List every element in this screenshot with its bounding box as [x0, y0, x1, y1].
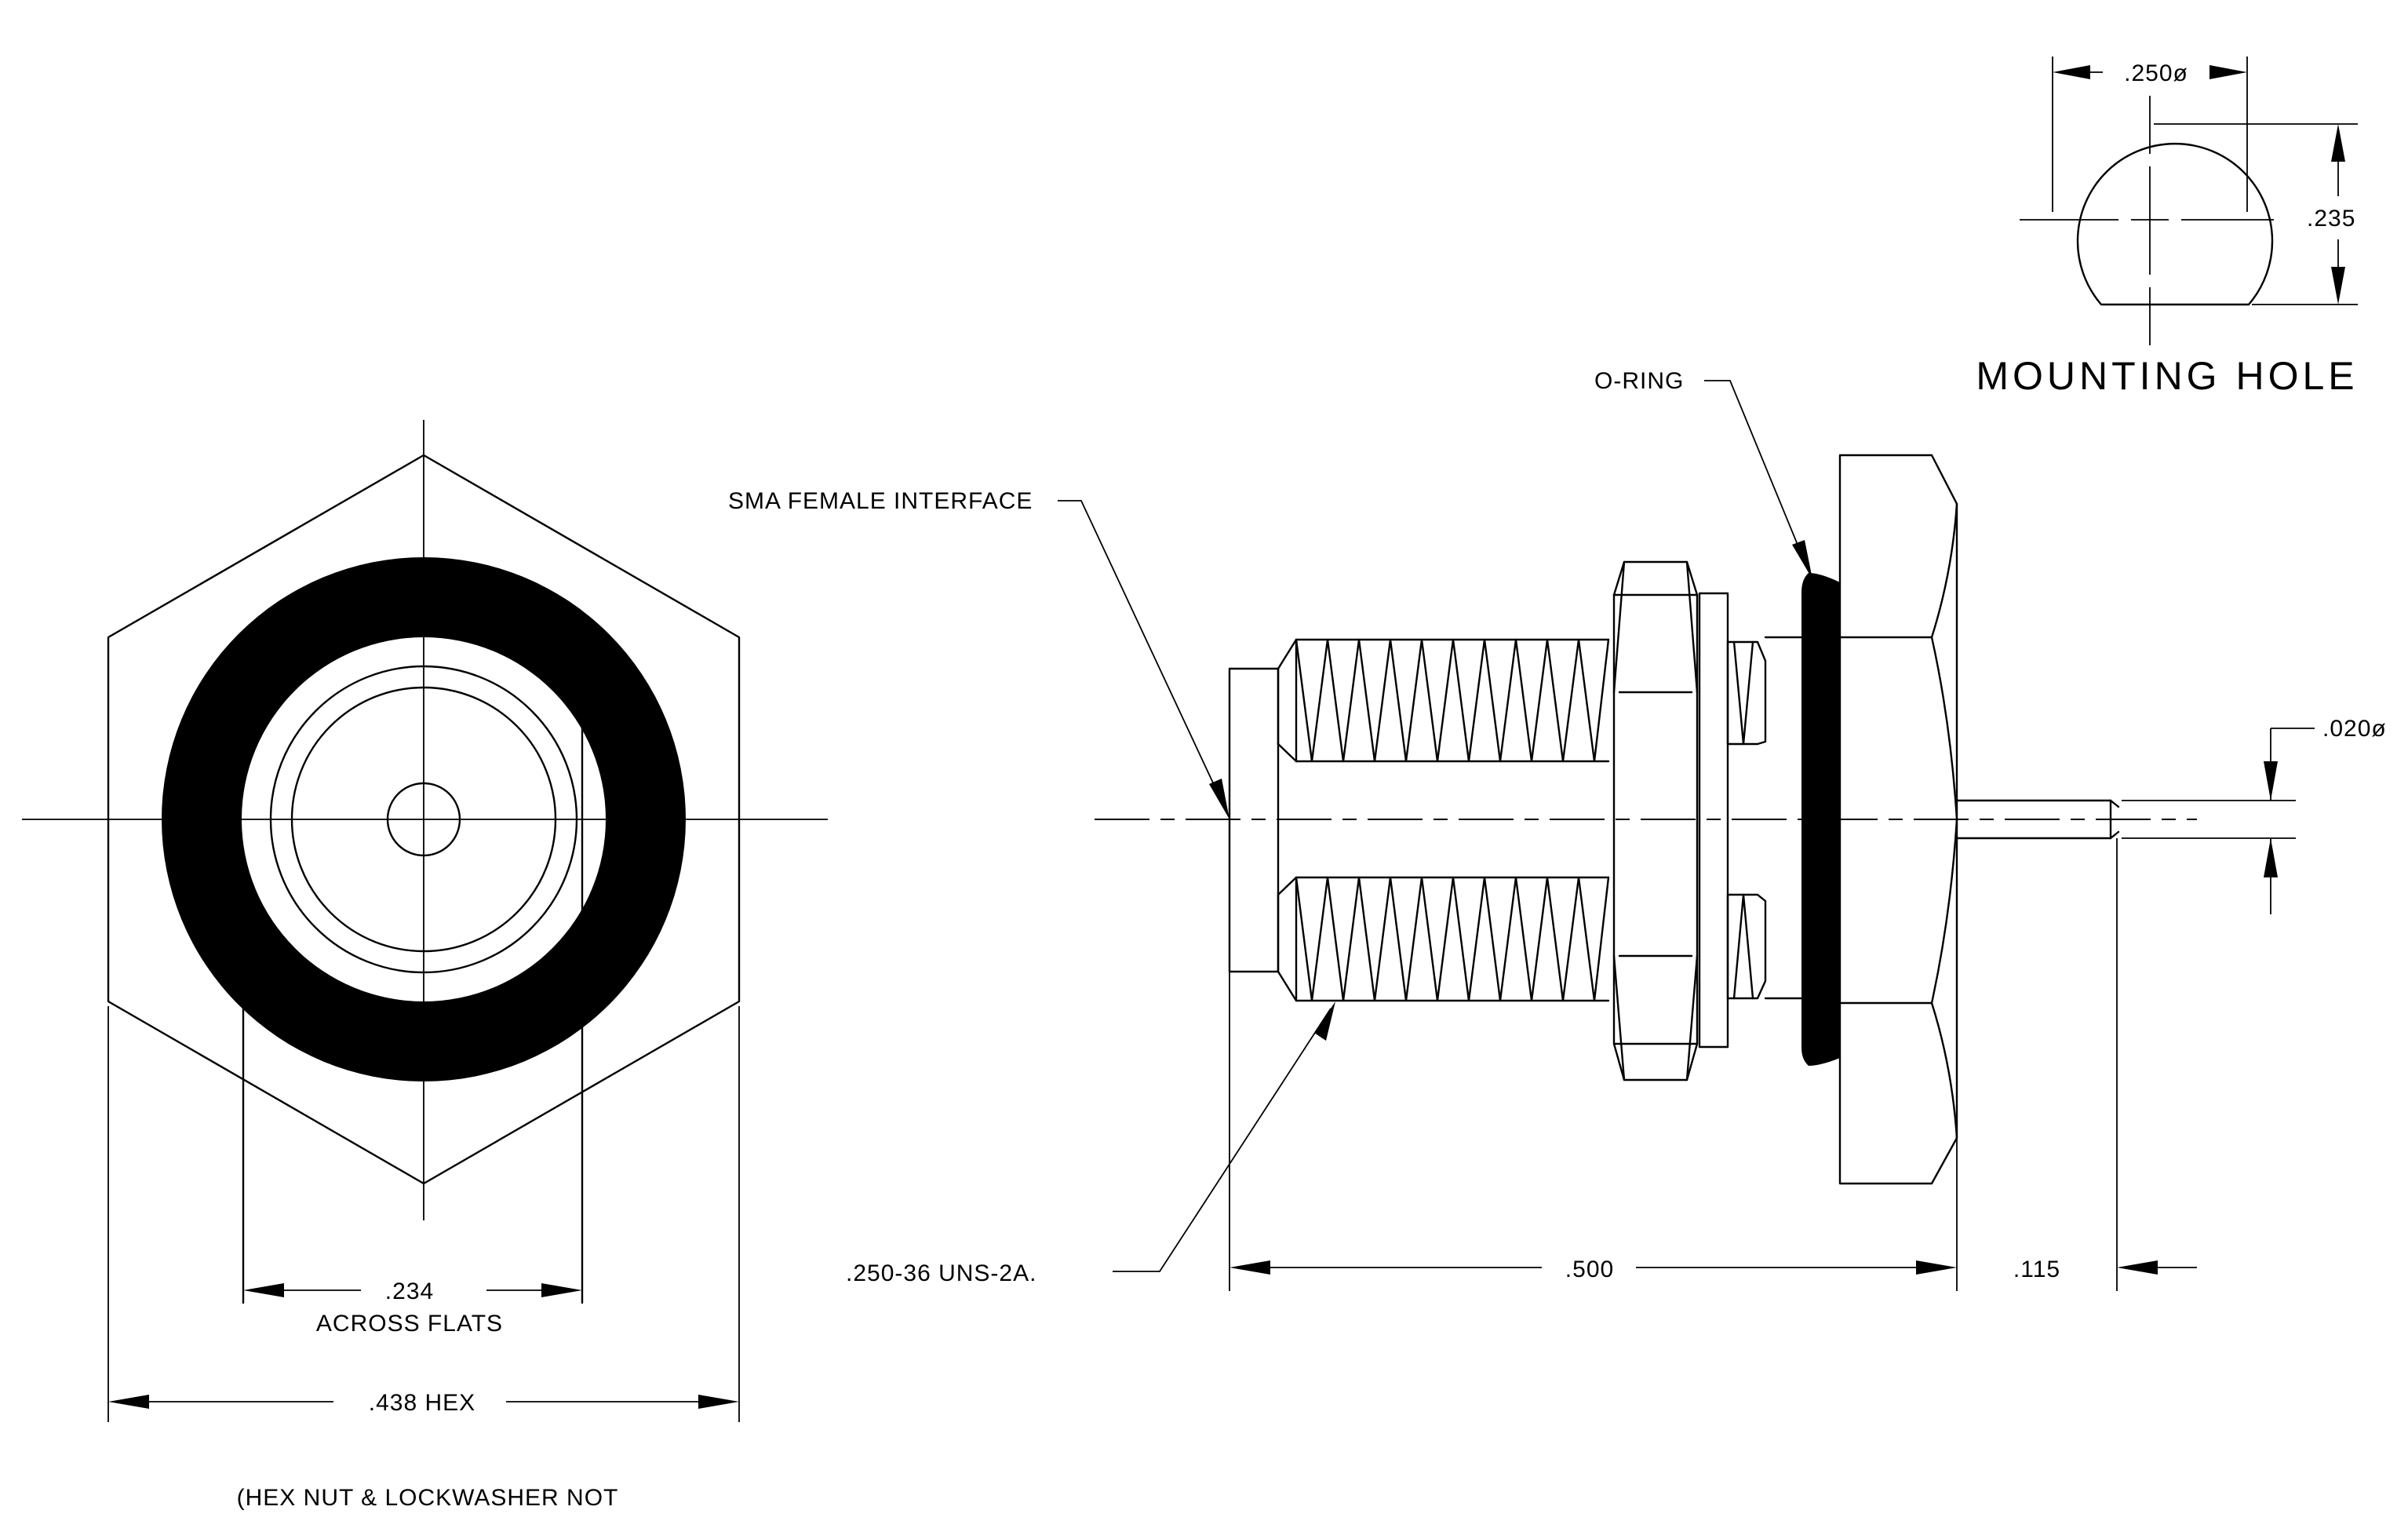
arrow-across-flats-left	[243, 1283, 284, 1297]
mh-arrow-width-left	[2053, 65, 2090, 79]
thread-short	[1726, 636, 1810, 1000]
thread-leader	[1113, 1008, 1332, 1272]
pin-diameter-label: .020ø	[2322, 716, 2387, 742]
o-ring-leader	[1704, 380, 1809, 572]
front-view: .234 ACROSS FLATS .438 HEX (HEX NUT & LO…	[22, 420, 828, 1511]
mh-width-label: .250ø	[2124, 60, 2188, 86]
arrow-hex-left	[108, 1395, 149, 1409]
arrow-hex-right	[698, 1395, 739, 1409]
arrow-overall-left	[1230, 1260, 1270, 1275]
mh-arrow-width-right	[2209, 65, 2247, 79]
arrow-pin-top	[2264, 761, 2278, 801]
d-hole-outline	[2076, 143, 2274, 306]
arrow-pin-length	[2117, 1260, 2158, 1275]
mounting-hole-title: MOUNTING HOLE	[1976, 354, 2358, 398]
o-ring-side	[1801, 573, 1840, 1066]
o-ring-label: O-RING	[1594, 368, 1684, 394]
note-line-1: (HEX NUT & LOCKWASHER NOT	[237, 1485, 619, 1511]
across-flats-text: ACROSS FLATS	[316, 1311, 503, 1337]
mh-arrow-height-bottom	[2331, 267, 2345, 305]
thread-lower	[1277, 876, 1610, 1002]
lockwasher	[1698, 592, 1729, 1049]
arrow-across-flats-right	[541, 1283, 582, 1297]
mh-height-label: .235	[2307, 206, 2355, 232]
side-view: .500 .115 .020ø O-RING SMA FEMALE INTERF…	[728, 368, 2387, 1291]
arrow-overall-right	[1916, 1260, 1957, 1275]
overall-length-label: .500	[1565, 1257, 1614, 1282]
sma-leader	[1058, 500, 1228, 814]
thread-upper	[1277, 638, 1610, 763]
center-pin	[1955, 799, 2120, 840]
pin-length-label: .115	[2013, 1257, 2060, 1282]
sma-interface-label: SMA FEMALE INTERFACE	[728, 488, 1033, 514]
arrow-pin-bottom	[2264, 838, 2278, 877]
hex-nut	[1612, 560, 1699, 1081]
o-ring-arrow	[1792, 540, 1812, 579]
across-flats-value: .234	[385, 1278, 434, 1304]
mh-arrow-height-top	[2331, 124, 2345, 162]
thread-spec-label: .250-36 UNS-2A.	[846, 1260, 1036, 1286]
thread-arrow	[1314, 1001, 1335, 1041]
hex-size-label: .438 HEX	[369, 1390, 475, 1416]
sma-arrow	[1209, 779, 1230, 819]
mounting-hole-detail: .250ø .235 MOUNTING HOLE	[1976, 57, 2358, 398]
